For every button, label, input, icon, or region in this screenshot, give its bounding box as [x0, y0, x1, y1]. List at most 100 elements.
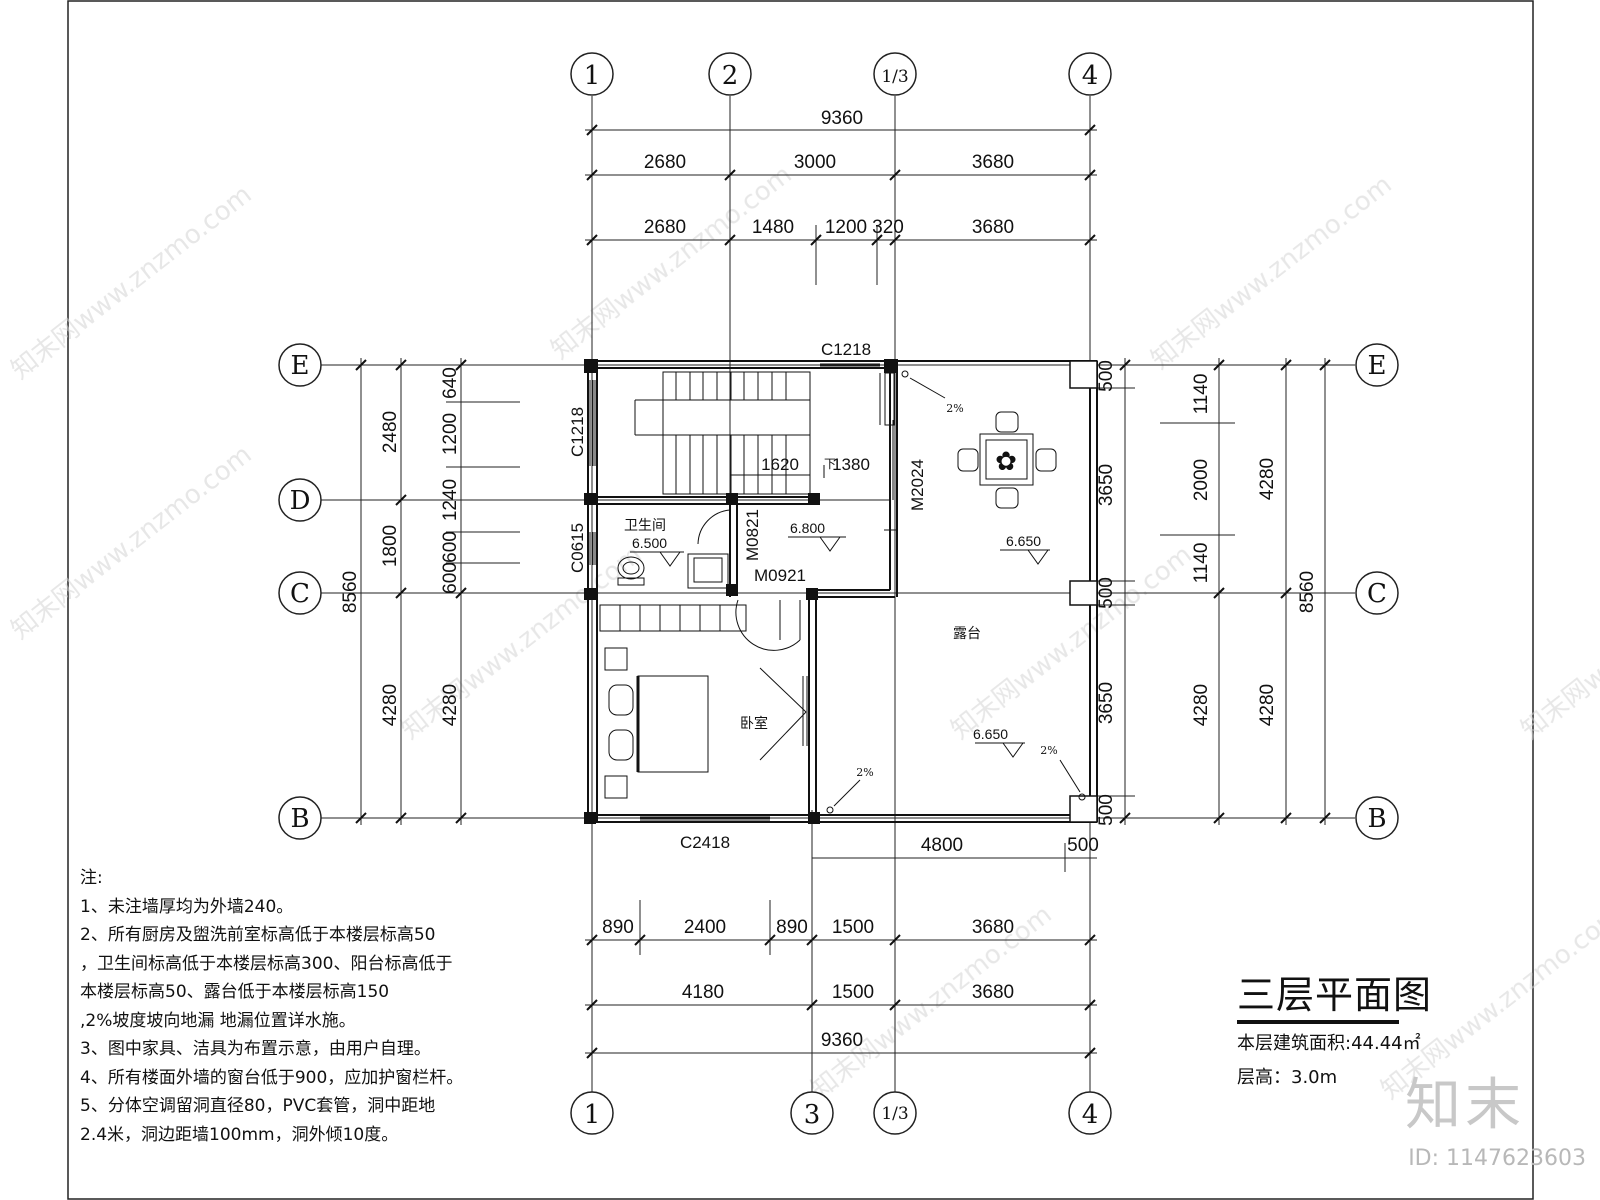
dim-text: 8560: [1297, 571, 1318, 613]
toilet-icon: [617, 556, 645, 580]
title-block: 三层平面图 本层建筑面积:44.44㎡ 层高：3.0m: [1237, 972, 1477, 1092]
grid-bubble-E-right: [1355, 343, 1399, 387]
dim-text: 2400: [684, 917, 726, 938]
grid-bubble-B-right: [1355, 796, 1399, 840]
room-label-bathroom: 卫生间: [624, 518, 666, 534]
level-label: 6.800: [790, 520, 825, 536]
grid-bubble-1-bottom: [570, 1091, 614, 1135]
stair: [634, 371, 825, 495]
brand-logo: 知末: [1405, 1073, 1525, 1138]
dim-text: 1240: [440, 479, 461, 521]
note-line: 3、图中家具、洁具为布置示意，由用户自理。: [80, 1039, 431, 1059]
terrace-table-set: ✿: [957, 411, 1057, 509]
chair-icon: [1035, 448, 1057, 472]
dim-text: 3680: [972, 982, 1014, 1003]
notes-heading: 注:: [80, 868, 103, 888]
window-label: C1218: [568, 407, 587, 457]
grid-label: E: [291, 351, 310, 381]
dim-text: 3000: [794, 152, 836, 173]
dim-text: 4280: [440, 684, 461, 726]
window-label: C1218: [821, 340, 871, 359]
room-labels: 卫生间 卧室 露台: [624, 518, 981, 732]
dim-text: 3650: [1096, 682, 1117, 724]
dim-text: 2680: [644, 217, 686, 238]
sink-icon: [687, 553, 729, 589]
grid-bubble-C-right: [1355, 571, 1399, 615]
level-label: 6.500: [632, 535, 667, 551]
door-label: M0821: [743, 509, 762, 561]
grid-label: B: [290, 804, 309, 834]
note-line: ，卫生间标高低于本楼层标高300、阳台标高低于: [80, 953, 453, 974]
floor-area: 本层建筑面积:44.44㎡: [1237, 1033, 1421, 1054]
grid-bubble-1-3-bottom: [873, 1091, 917, 1135]
note-line: ,2%坡度坡向地漏 地漏位置详水施。: [80, 1010, 356, 1031]
room-label-terrace: 露台: [953, 626, 981, 642]
grid-bubble-C-left: [278, 571, 322, 615]
walls: [587, 360, 1098, 823]
dim-text: 4800: [921, 835, 963, 856]
dim-text: 500: [1096, 577, 1117, 609]
dim-text: 890: [602, 917, 634, 938]
grid-label: 1: [584, 61, 601, 91]
stair-dim: 1620: [761, 455, 799, 474]
pillow-icon: [608, 729, 634, 761]
grid-label: B: [1367, 804, 1386, 834]
window-label: C2418: [680, 833, 730, 852]
watermark-text: 知末网www.znzmo.com: [546, 160, 798, 366]
stair-labels: 1620 1380 下: [761, 455, 870, 474]
dim-text: 4280: [1257, 684, 1278, 726]
note-line: 4、所有楼面外墙的窗台低于900，应加护窗栏杆。: [80, 1067, 464, 1088]
level-labels: 6.500 6.800 6.650 6.650: [632, 520, 1041, 742]
grid-bubble-4-top: [1068, 52, 1112, 96]
grid-label: 4: [1082, 61, 1099, 91]
grid-labels: 1 2 1/3 4 1 3 1/3 4 E D C B E C B: [290, 61, 1387, 1130]
door-swings: [697, 372, 897, 761]
level-label: 6.650: [973, 726, 1008, 742]
dim-text: 1140: [1191, 374, 1212, 415]
grid-label: C: [290, 579, 310, 609]
note-line: 1、未注墙厚均为外墙240。: [80, 896, 294, 917]
image-id: ID: 1147623603: [1408, 1146, 1586, 1171]
nightstand-icon: [604, 775, 628, 799]
dim-text: 320: [872, 217, 904, 238]
sheet-border: [67, 0, 1534, 1200]
slope-label: 2%: [856, 766, 873, 779]
watermark-text: 知末网www.znzmo.com: [1146, 170, 1398, 376]
dim-text: 9360: [821, 108, 863, 129]
drain-icon: [1078, 793, 1086, 801]
columns: [584, 359, 898, 824]
wardrobe-icon: [599, 604, 747, 632]
dimension-lines: [360, 129, 1326, 1054]
level-label: 6.650: [1006, 533, 1041, 549]
dimension-ticks: [355, 124, 1331, 1059]
chair-icon: [957, 448, 979, 472]
stair-down-label: 下: [824, 457, 836, 471]
dim-text: 1140: [1191, 543, 1212, 584]
grid-label: 1/3: [881, 67, 908, 87]
dim-text: 890: [776, 917, 808, 938]
stair-dim: 1380: [832, 455, 870, 474]
dim-text: 1500: [832, 917, 874, 938]
watermark-text: 知末网www.znzmo.com: [1516, 540, 1600, 746]
dim-text: 2000: [1191, 459, 1212, 501]
drawing-title: 三层平面图: [1237, 973, 1433, 1017]
dim-text: 3680: [972, 217, 1014, 238]
title-underline: [1237, 1020, 1399, 1024]
floor-height: 层高：3.0m: [1237, 1067, 1338, 1088]
pillow-icon: [608, 684, 634, 716]
dim-text: 1500: [832, 982, 874, 1003]
note-line: 本楼层标高50、露台低于本楼层标高150: [80, 982, 390, 1002]
dim-text: 8560: [340, 571, 361, 613]
watermark-text: 知末网www.znzmo.com: [396, 540, 648, 746]
dim-text: 1200: [440, 413, 461, 455]
door-label: M2024: [908, 459, 927, 511]
dimension-text: 9360 2680 3000 3680 2680 1480 1200 320 3…: [340, 108, 1318, 1051]
slope-label: 2%: [946, 402, 963, 415]
grid-label: 3: [804, 1100, 821, 1130]
table-icon: [979, 433, 1034, 486]
chair-icon: [995, 411, 1019, 433]
grid-bubble-D-left: [278, 478, 322, 522]
grid-label: 1: [584, 1100, 601, 1130]
grid-label: E: [1368, 351, 1387, 381]
floor-drains: [826, 370, 1086, 814]
